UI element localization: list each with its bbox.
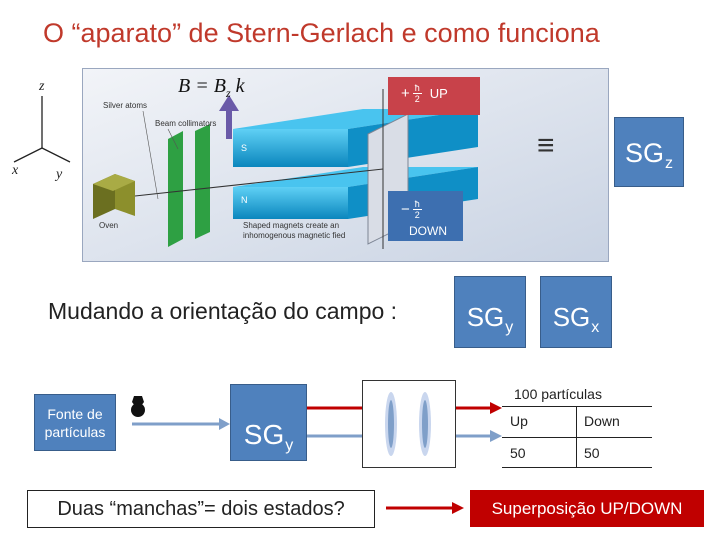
down-fraction-den: 2 [412, 209, 422, 220]
up-fraction-num: ħ [414, 83, 420, 93]
shaped-magnets-label-2: inhomogenous magnetic fied [243, 231, 346, 240]
beam-collimators-label: Beam collimators [155, 119, 217, 128]
sg-z-subscript: z [665, 155, 674, 172]
sg-x-box: SGx [540, 276, 612, 348]
silver-atoms-leader [142, 110, 159, 200]
spot-right-core [422, 400, 428, 448]
apparatus-illustration [83, 69, 608, 261]
source-label-line1: Fonte de [47, 405, 103, 422]
magnet-n-label: N [241, 195, 248, 205]
bottom-arrow [386, 502, 464, 514]
up-result-arrowhead [490, 402, 502, 414]
sg-x-subscript: x [591, 319, 600, 336]
table-column-divider [576, 407, 577, 467]
up-box-text: + ħ 2 UP [401, 83, 448, 104]
sg-x-main: SG [552, 302, 591, 332]
magnet-n-front [233, 187, 348, 219]
particles-count-label: 100 partículas [514, 386, 602, 402]
detector-screen-box [362, 380, 456, 468]
table-value-up: 50 [510, 445, 526, 461]
x-axis-line [13, 147, 43, 163]
bottom-arrow-head [452, 502, 464, 514]
y-axis-label: y [54, 167, 63, 182]
up-fraction-den: 2 [412, 93, 422, 104]
stern-gerlach-figure: B = Bz k Silver atoms Beam collimators O… [82, 68, 609, 262]
results-table: Up Down 50 50 [502, 406, 652, 468]
page-title: O “aparato” de Stern-Gerlach e como func… [43, 18, 600, 48]
sg-z-box: SGz [614, 117, 684, 187]
collimators-leader [167, 128, 179, 150]
up-label: UP [429, 86, 448, 101]
particle [131, 403, 145, 417]
down-fraction-group: − ħ 2 [401, 199, 422, 220]
up-sign: + [401, 85, 410, 102]
up-fraction: ħ 2 [412, 83, 422, 104]
two-spots-question: Duas “manchas”= dois estados? [27, 490, 375, 528]
x-axis-label: x [11, 163, 19, 178]
collimator-left [168, 131, 183, 247]
up-box [388, 77, 480, 115]
particle-source-box: Fonte de partículas [34, 394, 116, 451]
table-header-down: Down [584, 413, 620, 429]
source-beam-arrowhead [219, 418, 230, 430]
sg-y-top-main: SG [466, 302, 505, 332]
superposition-label: Superposição UP/DOWN [470, 490, 704, 527]
detector-spots [385, 392, 431, 456]
sg-y-mid-main: SG [243, 419, 285, 450]
sg-y-box-middle: SGy [230, 384, 307, 461]
formula-b-vector: B [178, 75, 191, 97]
oven-top [93, 174, 135, 191]
spot-left-core [388, 400, 394, 448]
orientation-caption: Mudando a orientação do campo : [48, 298, 398, 324]
field-arrow-head [219, 95, 239, 111]
field-formula: B = Bz k [178, 75, 245, 101]
down-fraction-num: ħ [414, 199, 420, 209]
beam-line [134, 168, 384, 197]
down-result-arrowhead [490, 430, 502, 442]
axes-diagram: z x y [11, 79, 71, 182]
magnet-n-top [233, 167, 478, 187]
equiv-symbol: ≡ [537, 129, 555, 162]
oven-label: Oven [99, 221, 119, 230]
formula-k-hat: k [235, 75, 245, 97]
table-header-up: Up [510, 413, 528, 429]
collimator-right [195, 124, 210, 239]
y-axis-line [41, 147, 71, 163]
sg-y-box-top: SGy [454, 276, 526, 348]
down-sign: − [401, 201, 410, 218]
formula-equals-b: = B [195, 75, 226, 97]
table-value-down: 50 [584, 445, 600, 461]
sg-y-top-subscript: y [505, 319, 514, 336]
magnet-s-label: S [241, 143, 248, 153]
z-axis-label: z [38, 79, 45, 94]
sg-z-main: SG [625, 138, 665, 168]
formula-subscript-z: z [225, 86, 231, 100]
table-divider [502, 437, 652, 438]
down-label: DOWN [409, 224, 447, 238]
sg-y-mid-subscript: y [285, 437, 294, 454]
shaped-magnets-label-1: Shaped magnets create an [243, 221, 340, 230]
down-box [388, 191, 463, 241]
source-label-line2: partículas [44, 423, 106, 440]
magnet-s-front [233, 129, 348, 167]
silver-atoms-label: Silver atoms [103, 101, 148, 110]
down-fraction: ħ 2 [412, 199, 422, 220]
